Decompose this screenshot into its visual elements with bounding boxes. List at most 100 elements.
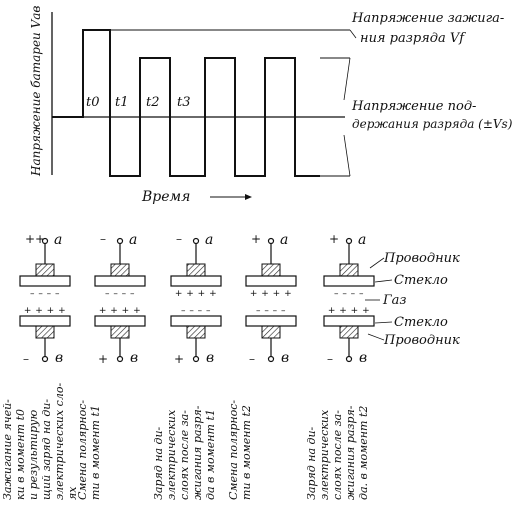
cell-caption: Смена полярнос-ти в момент t2: [227, 400, 253, 500]
top-terminal-label: a: [205, 232, 213, 248]
top-charge: +: [251, 232, 261, 246]
caption-line: и результирую: [27, 410, 40, 500]
lower-dielectric-charge: – – – –: [256, 306, 286, 316]
top-terminal-dot: [116, 237, 124, 245]
top-glass: [323, 275, 375, 287]
caption-line: Заряд на ди-: [305, 426, 318, 500]
sustain-label-line2: держания разряда (±Vs): [352, 117, 513, 131]
top-terminal-label: a: [358, 232, 366, 248]
bottom-glass: [245, 315, 297, 327]
cell-caption: Заряд на ди-электрическихслоях после за-…: [305, 405, 370, 500]
waveform-plot: t0 t1 t2 t3 Напряжение батареи Vав Время…: [29, 6, 513, 205]
label-conductor-top: Проводник: [383, 251, 460, 266]
sustain-leader-top: [343, 57, 351, 101]
bottom-conductor: [261, 325, 281, 339]
lower-dielectric-charge: – – – –: [181, 306, 211, 316]
top-glass: [19, 275, 71, 287]
top-terminal-dot: [345, 237, 353, 245]
top-charge: –: [176, 232, 182, 246]
top-terminal-label: a: [54, 232, 62, 248]
bottom-terminal-dot: [41, 355, 49, 363]
bottom-terminal-dot: [116, 355, 124, 363]
bottom-terminal-label: в: [206, 350, 214, 366]
bottom-glass: [94, 315, 146, 327]
caption-line: ти в момент t2: [240, 405, 253, 500]
caption-line: Зажигание ячей-: [1, 399, 14, 500]
caption-line: Смена полярнос-: [227, 400, 240, 500]
top-glass: [245, 275, 297, 287]
bottom-terminal-label: в: [130, 350, 138, 366]
bottom-charge: +: [174, 352, 184, 366]
caption-line: электрических: [165, 409, 178, 500]
bottom-terminal-dot: [345, 355, 353, 363]
cell-caption: Зажигание ячей-ки в момент t0и результир…: [1, 383, 79, 500]
top-conductor: [261, 263, 281, 277]
top-terminal-dot: [192, 237, 200, 245]
caption-line: да. в момент t2: [357, 406, 370, 500]
bottom-glass: [19, 315, 71, 327]
caption-line: ях: [66, 486, 79, 500]
bottom-charge: +: [98, 352, 108, 366]
top-terminal-dot: [267, 237, 275, 245]
y-axis-label: Напряжение батареи Vав: [29, 6, 43, 177]
upper-dielectric-charge: – – – –: [30, 289, 60, 299]
top-conductor: [339, 263, 359, 277]
top-glass: [94, 275, 146, 287]
label-glass-top: Стекло: [394, 273, 448, 288]
upper-dielectric-charge: – – – –: [334, 289, 364, 299]
top-terminal-dot: [41, 237, 49, 245]
bottom-glass: [170, 315, 222, 327]
top-terminal-label: a: [280, 232, 288, 248]
top-charge: ++: [25, 232, 45, 246]
caption-line: ки в момент t0: [14, 409, 27, 500]
upper-dielectric-charge: – – – –: [105, 289, 135, 299]
bottom-charge: –: [23, 352, 29, 366]
bottom-terminal-label: в: [281, 350, 289, 366]
bottom-terminal-dot: [267, 355, 275, 363]
bottom-conductor: [186, 325, 206, 339]
sustain-label-line1: Напряжение под-: [351, 99, 476, 114]
caption-line: да в момент t1: [204, 409, 217, 500]
upper-dielectric-charge: + + + +: [175, 289, 217, 299]
label-gas: Газ: [382, 293, 406, 308]
bottom-terminal-dot: [192, 355, 200, 363]
caption-line: слоях после за-: [178, 410, 191, 500]
top-conductor: [35, 263, 55, 277]
upper-dielectric-charge: + + + +: [250, 289, 292, 299]
bottom-terminal-label: в: [55, 350, 63, 366]
bottom-conductor: [110, 325, 130, 339]
caption-line: слоях после за-: [331, 410, 344, 500]
lower-dielectric-charge: + + + +: [99, 306, 141, 316]
bottom-charge: –: [249, 352, 255, 366]
caption-line: ти в момент t1: [89, 405, 102, 500]
top-glass: [170, 275, 222, 287]
bottom-terminal-label: в: [359, 350, 367, 366]
ignition-label-line2: ния разряда Vf: [360, 31, 466, 46]
voltage-waveform: [52, 29, 320, 177]
bottom-conductor: [339, 325, 359, 339]
sustain-leader-bottom: [343, 134, 351, 177]
caption-line: жигания разря-: [344, 405, 357, 500]
cell-caption: Заряд на ди-электрическихслоях после за-…: [152, 405, 217, 500]
time-mark-t2: t2: [146, 95, 160, 110]
caption-line: жигания разря-: [191, 405, 204, 500]
lower-dielectric-charge: + + + +: [24, 306, 66, 316]
label-glass-bottom: Стекло: [394, 315, 448, 330]
bottom-charge: –: [327, 352, 333, 366]
top-charge: –: [100, 232, 106, 246]
time-mark-t3: t3: [177, 95, 191, 110]
caption-line: Смена полярнос-: [76, 400, 89, 500]
cell-caption: Смена полярнос-ти в момент t1: [76, 400, 102, 500]
top-terminal-label: a: [129, 232, 137, 248]
caption-line: электрических сло-: [53, 383, 66, 500]
top-charge: +: [329, 232, 339, 246]
layer-labels: Проводник Стекло Газ Стекло Проводник: [365, 251, 460, 348]
